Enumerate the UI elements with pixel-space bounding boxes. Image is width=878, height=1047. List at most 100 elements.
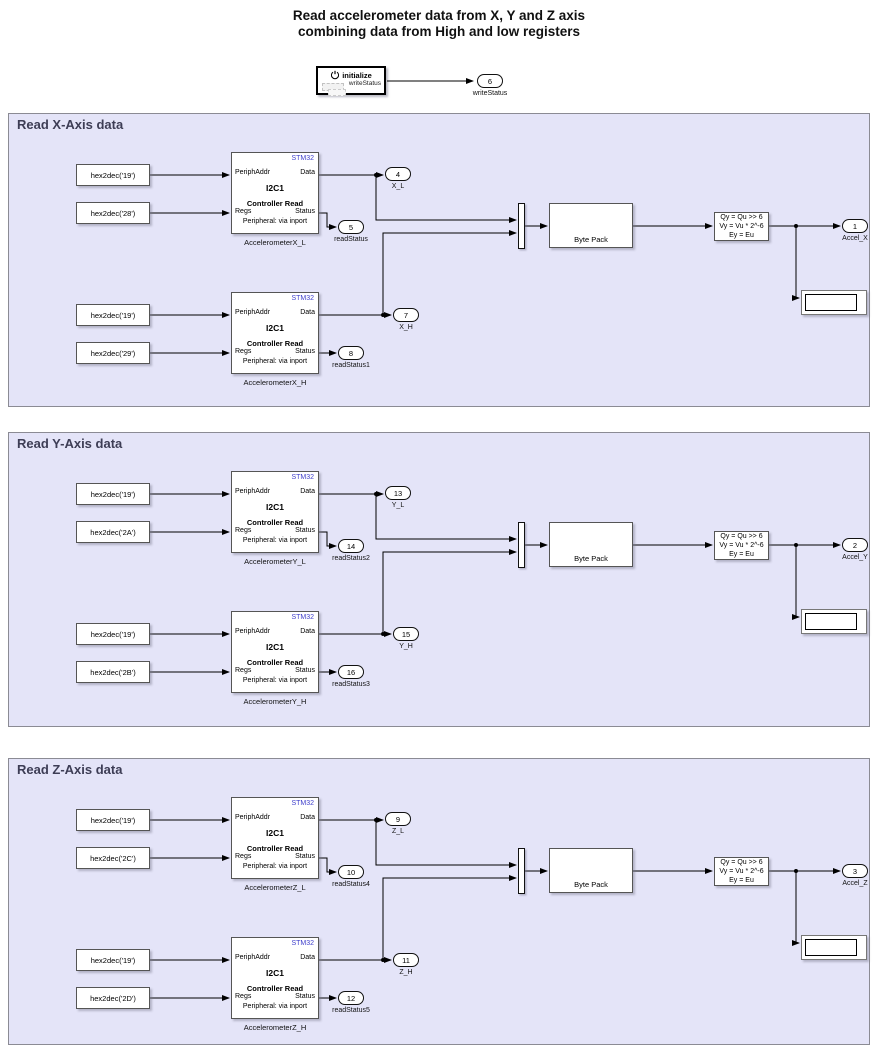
i2c-block-low[interactable]: STM32 PeriphAddr Data I2C1 Controller Re…	[231, 797, 319, 879]
mux-block[interactable]	[518, 848, 525, 894]
block-name-low: AccelerometerZ_L	[244, 883, 306, 892]
i2c-subtitle: Controller Read	[246, 658, 304, 667]
outport-data-high[interactable]: 7	[393, 308, 419, 322]
outport-status-high[interactable]: 12	[338, 991, 364, 1005]
outport-writestatus-label: writeStatus	[472, 90, 508, 97]
block-name-low: AccelerometerY_L	[244, 557, 306, 566]
outport-data-high[interactable]: 11	[393, 953, 419, 967]
section-read-x-axis[interactable]: Read X-Axis data hex2dec('19	[8, 113, 870, 407]
const-addr-high[interactable]: hex2dec('19')	[76, 623, 150, 645]
byte-pack-block[interactable]: Byte Pack	[549, 848, 633, 893]
port-label-data: Data	[300, 954, 315, 961]
i2c-title: I2C1	[266, 828, 284, 838]
section-read-y-axis[interactable]: Read Y-Axis data hex2dec('19	[8, 432, 870, 727]
port-label-periphaddr: PeriphAddr	[235, 954, 271, 961]
outport-status-high[interactable]: 16	[338, 665, 364, 679]
mux-block[interactable]	[518, 203, 525, 249]
i2c-footer: Peripheral: via inport	[242, 358, 308, 365]
stm32-tag: STM32	[291, 800, 314, 807]
outport-data-low-label: Z_L	[391, 828, 405, 835]
port-label-periphaddr: PeriphAddr	[235, 488, 271, 495]
const-addr-high[interactable]: hex2dec('19')	[76, 304, 150, 326]
outport-accel-label: Accel_Z	[842, 880, 868, 887]
byte-pack-block[interactable]: Byte Pack	[549, 522, 633, 567]
i2c-subtitle: Controller Read	[246, 844, 304, 853]
outport-status-high-label: readStatus1	[332, 362, 370, 369]
outport-data-low[interactable]: 4	[385, 167, 411, 181]
data-type-conversion-block[interactable]: Qy = Qu >> 6 Vy = Vu * 2^-6 Ey = Eu	[714, 857, 769, 886]
display-value-field	[805, 613, 857, 630]
outport-status-low[interactable]: 5	[338, 220, 364, 234]
port-label-periphaddr: PeriphAddr	[235, 169, 271, 176]
display-block[interactable]	[801, 935, 867, 960]
section-title: Read Z-Axis data	[17, 762, 123, 777]
port-label-data: Data	[300, 488, 315, 495]
outport-status-low[interactable]: 10	[338, 865, 364, 879]
const-reg-low[interactable]: hex2dec('2A')	[76, 521, 150, 543]
port-label-regs: Regs	[235, 993, 252, 1000]
const-reg-high[interactable]: hex2dec('2B')	[76, 661, 150, 683]
initialize-block[interactable]: initialize writeStatus	[316, 66, 386, 96]
port-label-status: Status	[295, 853, 315, 860]
stm32-tag: STM32	[291, 474, 314, 481]
i2c-block-low[interactable]: STM32 PeriphAddr Data I2C1 Controller Re…	[231, 471, 319, 553]
const-reg-high[interactable]: hex2dec('2D')	[76, 987, 150, 1009]
outport-accel[interactable]: 2	[842, 538, 868, 552]
port-label-data: Data	[300, 169, 315, 176]
i2c-subtitle: Controller Read	[246, 518, 304, 527]
i2c-block-high[interactable]: STM32 PeriphAddr Data I2C1 Controller Re…	[231, 292, 319, 374]
const-reg-high[interactable]: hex2dec('29')	[76, 342, 150, 364]
i2c-footer: Peripheral: via inport	[242, 537, 308, 544]
const-reg-low[interactable]: hex2dec('2C')	[76, 847, 150, 869]
outport-accel[interactable]: 3	[842, 864, 868, 878]
outport-accel-label: Accel_Y	[842, 554, 868, 561]
display-block[interactable]	[801, 290, 867, 315]
i2c-title: I2C1	[266, 968, 284, 978]
outport-data-low[interactable]: 13	[385, 486, 411, 500]
data-type-conversion-block[interactable]: Qy = Qu >> 6 Vy = Vu * 2^-6 Ey = Eu	[714, 212, 769, 241]
outport-status-high[interactable]: 8	[338, 346, 364, 360]
i2c-subtitle: Controller Read	[246, 339, 304, 348]
outport-accel[interactable]: 1	[842, 219, 868, 233]
const-addr-high[interactable]: hex2dec('19')	[76, 949, 150, 971]
outport-data-high-label: X_H	[399, 324, 413, 331]
outport-status-low-label: readStatus4	[332, 881, 370, 888]
i2c-title: I2C1	[266, 502, 284, 512]
i2c-block-low[interactable]: STM32 PeriphAddr Data I2C1 Controller Re…	[231, 152, 319, 234]
block-name-high: AccelerometerY_H	[243, 697, 307, 706]
const-addr-low[interactable]: hex2dec('19')	[76, 809, 150, 831]
port-label-data: Data	[300, 309, 315, 316]
port-label-regs: Regs	[235, 208, 252, 215]
outport-writestatus[interactable]: 6	[477, 74, 503, 88]
port-label-status: Status	[295, 527, 315, 534]
port-label-status: Status	[295, 208, 315, 215]
byte-pack-block[interactable]: Byte Pack	[549, 203, 633, 248]
i2c-subtitle: Controller Read	[246, 199, 304, 208]
i2c-title: I2C1	[266, 323, 284, 333]
outport-status-low[interactable]: 14	[338, 539, 364, 553]
outport-data-high[interactable]: 15	[393, 627, 419, 641]
block-name-low: AccelerometerX_L	[244, 238, 306, 247]
outport-accel-label: Accel_X	[842, 235, 868, 242]
i2c-footer: Peripheral: via inport	[242, 863, 308, 870]
port-label-regs: Regs	[235, 853, 252, 860]
outport-data-low[interactable]: 9	[385, 812, 411, 826]
data-type-conversion-block[interactable]: Qy = Qu >> 6 Vy = Vu * 2^-6 Ey = Eu	[714, 531, 769, 560]
const-addr-low[interactable]: hex2dec('19')	[76, 483, 150, 505]
display-block[interactable]	[801, 609, 867, 634]
const-addr-low[interactable]: hex2dec('19')	[76, 164, 150, 186]
outport-data-low-label: X_L	[391, 183, 405, 190]
i2c-block-high[interactable]: STM32 PeriphAddr Data I2C1 Controller Re…	[231, 611, 319, 693]
section-read-z-axis[interactable]: Read Z-Axis data hex2dec('19	[8, 758, 870, 1045]
outport-status-high-label: readStatus5	[332, 1007, 370, 1014]
outport-status-low-label: readStatus	[334, 236, 368, 243]
port-label-regs: Regs	[235, 348, 252, 355]
mux-block[interactable]	[518, 522, 525, 568]
port-label-data: Data	[300, 814, 315, 821]
i2c-block-high[interactable]: STM32 PeriphAddr Data I2C1 Controller Re…	[231, 937, 319, 1019]
initialize-writestatus-port-label: writeStatus	[348, 80, 381, 87]
stm32-tag: STM32	[291, 155, 314, 162]
const-reg-low[interactable]: hex2dec('28')	[76, 202, 150, 224]
i2c-title: I2C1	[266, 642, 284, 652]
outport-data-high-label: Z_H	[399, 969, 413, 976]
